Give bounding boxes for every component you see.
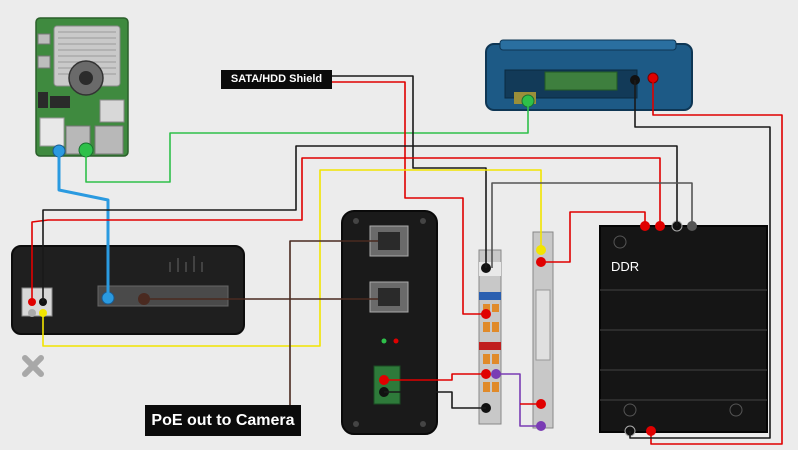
wire-gray	[491, 182, 693, 268]
ddr-power-supply	[599, 220, 768, 437]
poe-out-label: PoE out to Camera	[145, 405, 301, 436]
router	[11, 245, 245, 335]
sata-hdd-shield-label: SATA/HDD Shield	[221, 70, 332, 89]
fuse-terminal	[532, 231, 554, 431]
wire-green-pi-enclosure	[85, 101, 529, 183]
poe-injector	[341, 210, 438, 435]
wire-black-sata	[332, 75, 487, 268]
ddr-label: DDR	[611, 259, 640, 274]
wire-black-enclosure-ddr	[629, 80, 771, 439]
raspberry-pi	[35, 17, 129, 158]
wire-purple	[496, 373, 541, 427]
wire-red-router-ddr	[31, 157, 661, 302]
wire-black-router-ddr	[42, 145, 678, 302]
wires	[31, 75, 783, 445]
wire-blue-pi-router	[57, 151, 110, 298]
terminal-blocks	[478, 249, 502, 425]
wire-red-enclosure-ddr	[650, 78, 783, 445]
x-mark-icon	[22, 355, 44, 377]
wire-black-poe	[384, 391, 486, 409]
wire-red-sata	[332, 81, 486, 315]
wire-red-poe	[384, 373, 486, 381]
sata-hdd-enclosure	[485, 39, 693, 111]
wire-red-fuse-ddr	[541, 211, 646, 263]
